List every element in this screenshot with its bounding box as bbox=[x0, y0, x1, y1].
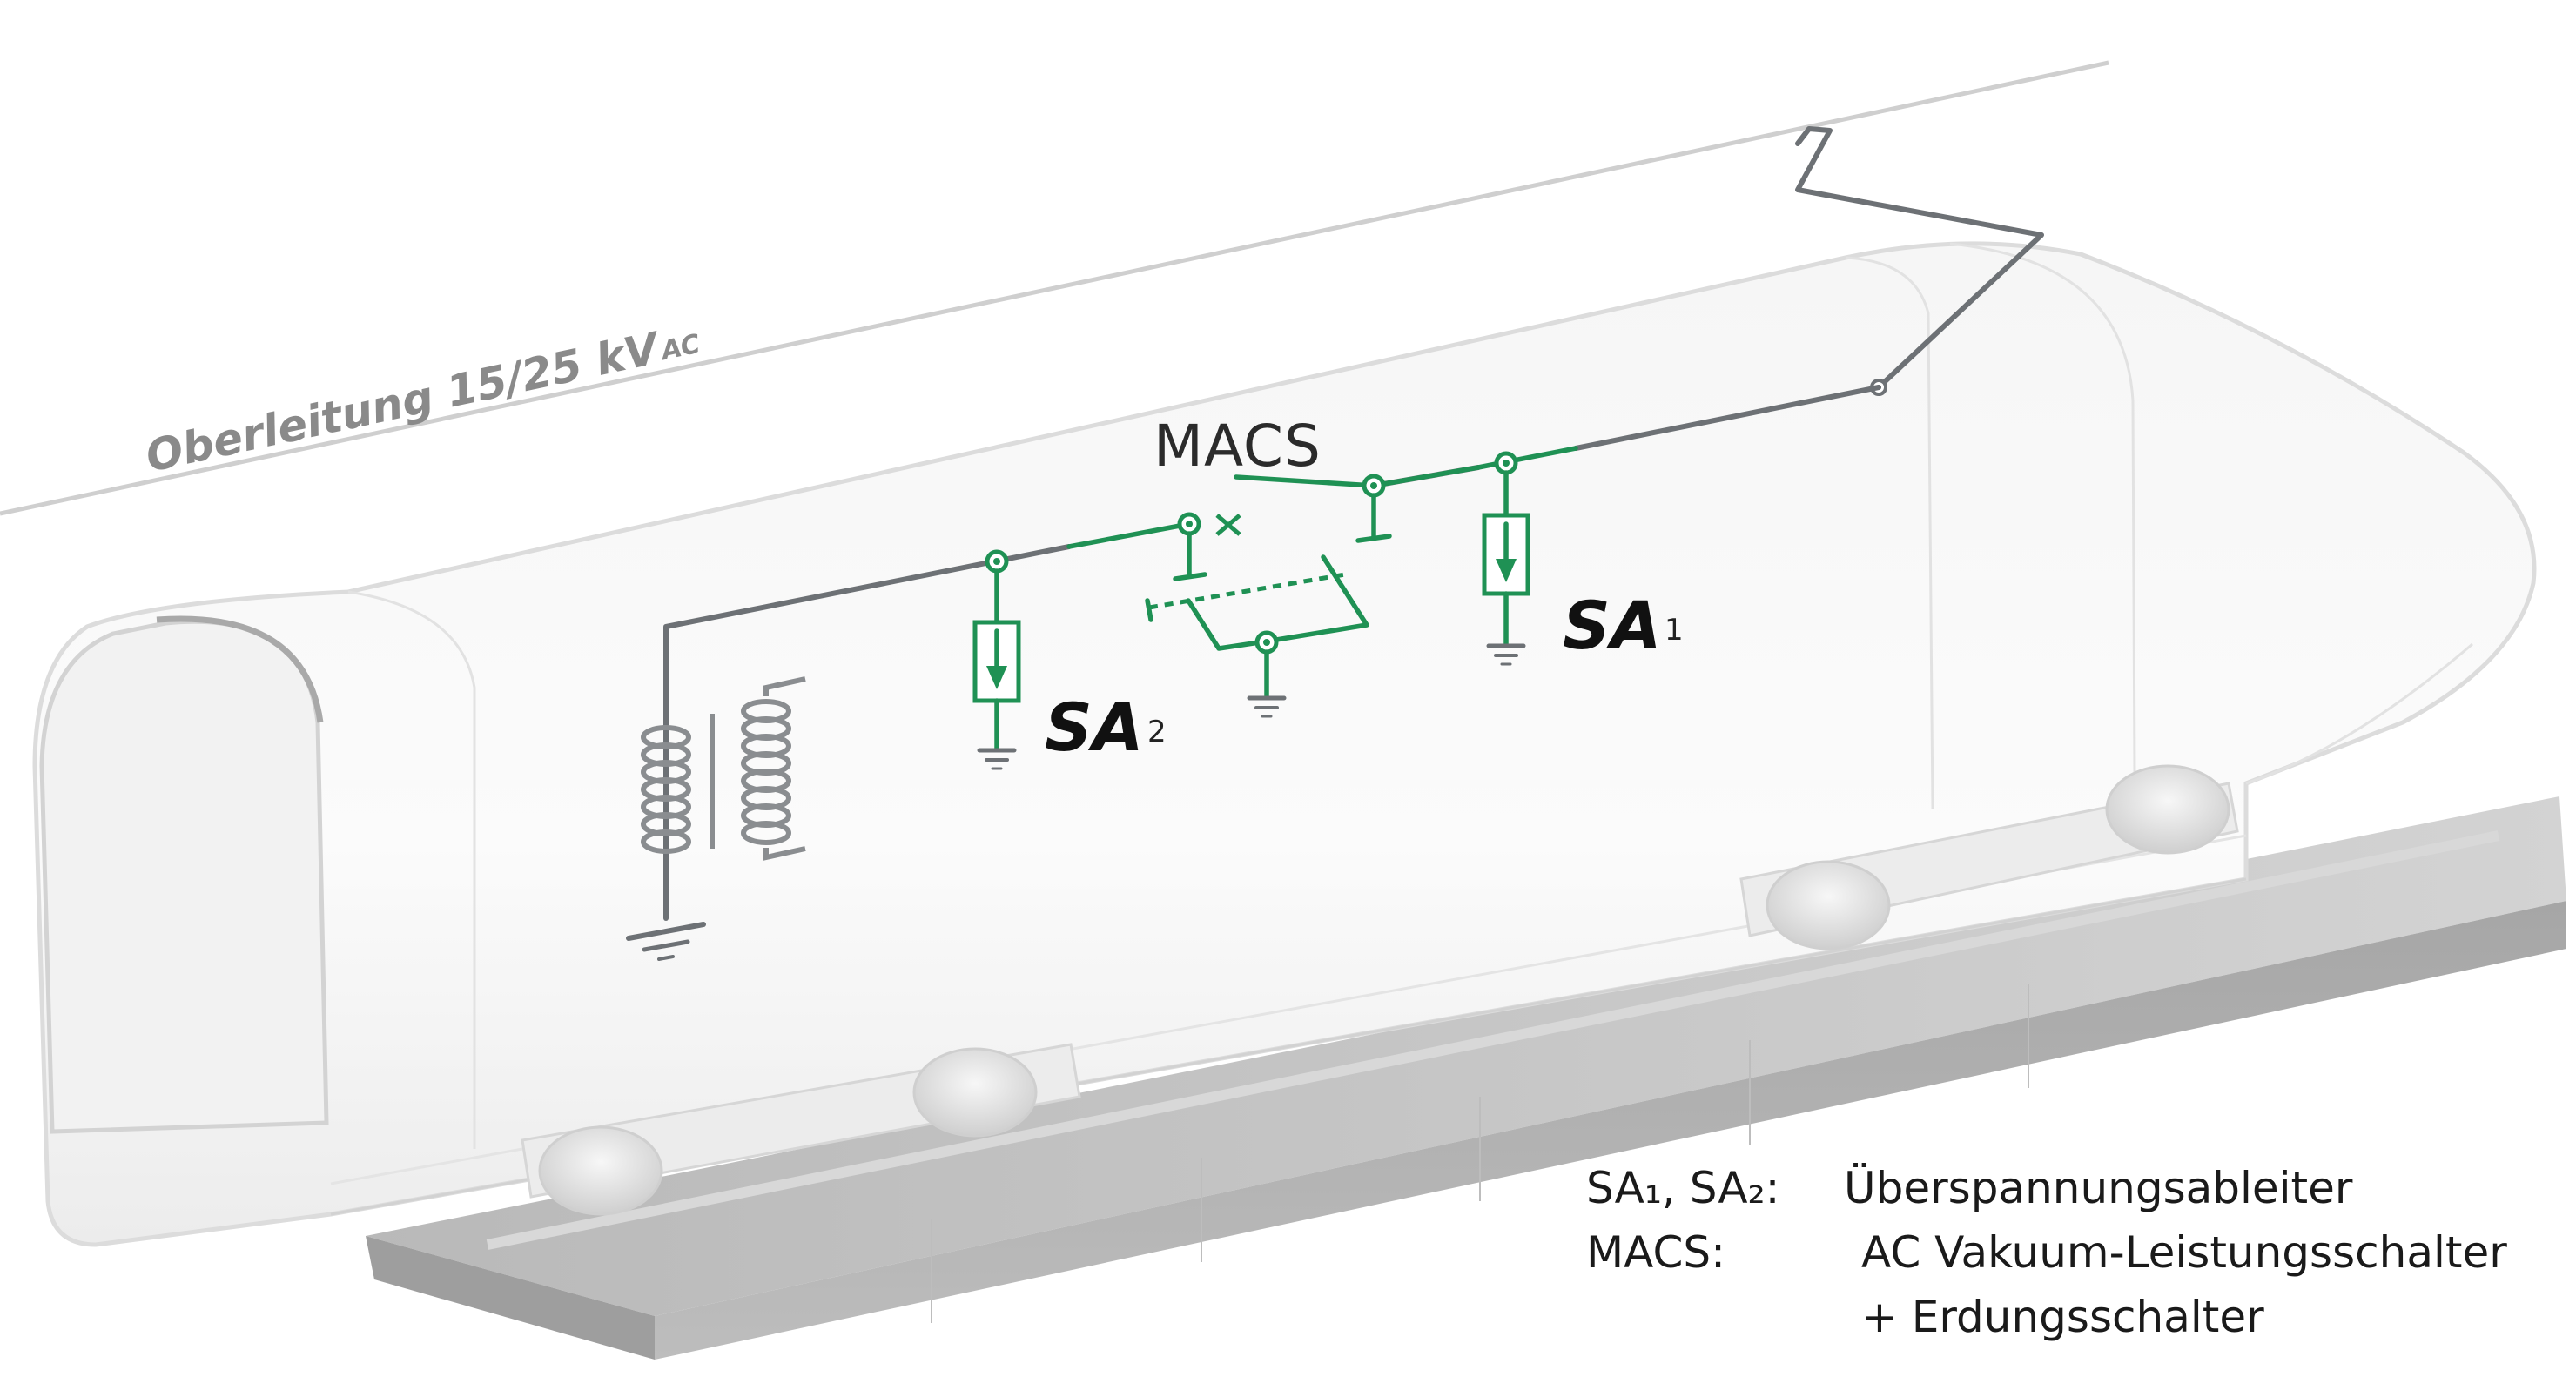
sa1-label: SA bbox=[1563, 587, 1662, 664]
surge-arrester-sa1 bbox=[1482, 470, 1530, 666]
track-bed bbox=[366, 796, 2566, 1360]
transformer-symbol bbox=[641, 676, 806, 861]
macs-label: MACS bbox=[1153, 413, 1322, 480]
catenary-line bbox=[0, 60, 2109, 516]
catenary-label: Oberleitung 15/25 kVAC bbox=[141, 314, 703, 482]
transformer-ground-symbol bbox=[626, 922, 706, 961]
legend-row2-key: MACS: bbox=[1586, 1227, 1725, 1278]
legend-row1-value: Überspannungsableiter bbox=[1844, 1163, 2353, 1213]
legend: SA₁, SA₂: Überspannungsableiter MACS: AC… bbox=[1586, 1163, 2507, 1342]
sa1-index: 1 bbox=[1665, 613, 1684, 648]
sa2-index: 2 bbox=[1147, 715, 1167, 749]
sa2-label: SA bbox=[1045, 688, 1144, 766]
legend-row2-value: AC Vakuum-Leistungsschalter bbox=[1861, 1227, 2507, 1278]
legend-row3-value: + Erdungsschalter bbox=[1861, 1292, 2264, 1342]
bogie-rear bbox=[521, 1043, 1081, 1216]
junction-node-sa1-dot bbox=[1503, 460, 1510, 467]
legend-row1-key: SA₁, SA₂: bbox=[1586, 1163, 1779, 1213]
macs-breaker bbox=[1145, 474, 1392, 718]
train-body bbox=[32, 241, 2537, 1247]
junction-node-sa2-dot bbox=[993, 558, 1000, 565]
surge-arrester-sa2 bbox=[972, 568, 1021, 770]
bogie-front bbox=[1739, 764, 2239, 950]
